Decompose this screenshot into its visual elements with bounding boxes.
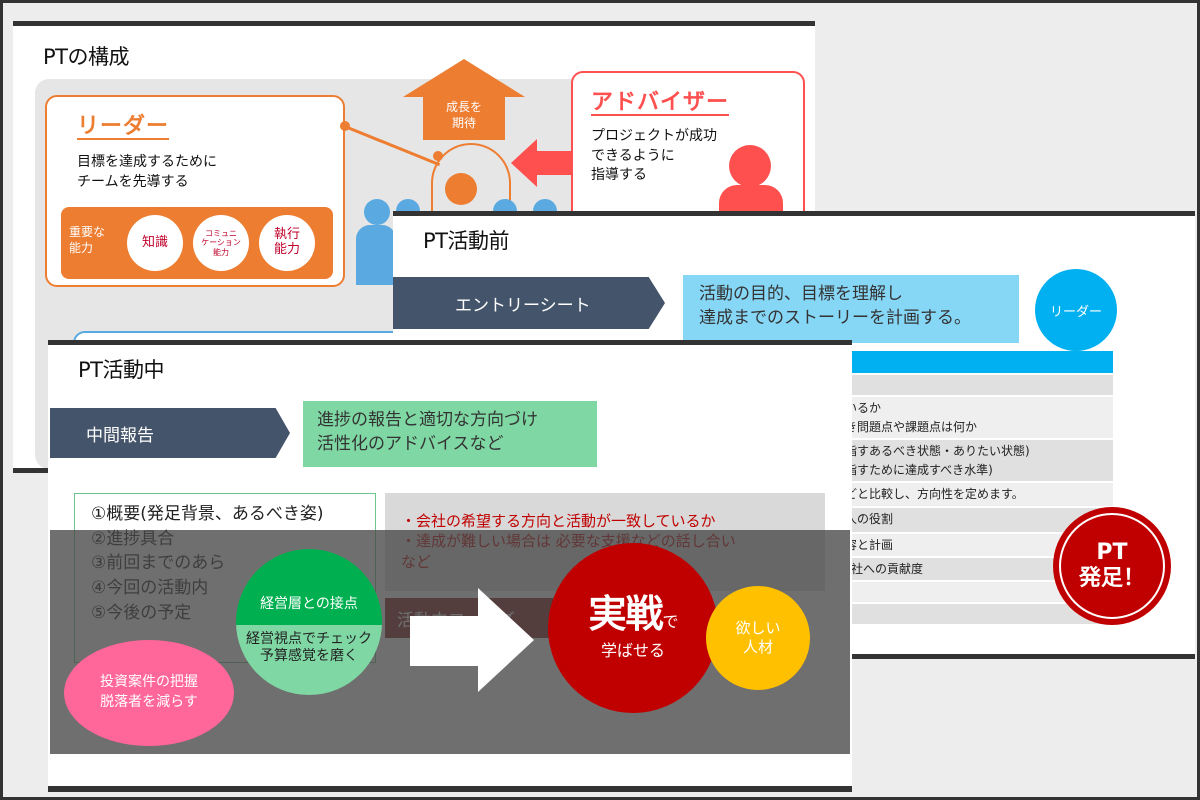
advisor-title: アドバイザー bbox=[591, 90, 730, 117]
green-circle-bottom-text: 経営視点でチェック 予算感覚を磨く bbox=[236, 624, 382, 695]
slide-title: PT活動前 bbox=[423, 229, 510, 253]
desired-talent-circle: 欲しい 人材 bbox=[706, 586, 810, 690]
leader-card: リーダー 目標を達成するために チームを先導する 重要な 能力 知識 コミュニ … bbox=[45, 95, 345, 287]
slide-top-border bbox=[393, 211, 1195, 216]
abilities-panel: 重要な 能力 知識 コミュニ ケーション 能力 執行 能力 bbox=[61, 207, 333, 279]
abilities-label-line: 重要な bbox=[69, 225, 106, 239]
progress-note: 進捗の報告と適切な方向づけ 活性化のアドバイスなど bbox=[303, 401, 597, 467]
table-row: 目指すあるべき状態・ありたい状態) 目指すために達成すべき水準) bbox=[833, 438, 1113, 482]
advisor-description: プロジェクトが成功 できるように 指導する bbox=[591, 127, 717, 186]
table-row: などと比較し、方向性を定めます。 bbox=[833, 481, 1113, 506]
slide-bottom-border bbox=[48, 786, 852, 792]
green-circle-line: 経営視点でチェック bbox=[246, 630, 372, 647]
entry-sheet-table: ているか べき問題点や課題点は何か 目指すあるべき状態・ありたい状態) 目指すた… bbox=[833, 351, 1113, 624]
pt-launch-stamp: PT 発足！ bbox=[1053, 507, 1171, 625]
leader-desc-line: 目標を達成するために bbox=[77, 154, 217, 170]
leader-role-badge: リーダー bbox=[1035, 269, 1117, 351]
practice-learning-circle: 実戦で 学ばせる bbox=[548, 543, 718, 713]
leader-desc-line: チームを先導する bbox=[77, 173, 189, 190]
advisor-desc-line: 指導する bbox=[591, 167, 647, 184]
advisor-left-arrow-icon bbox=[511, 139, 576, 187]
advisor-person-icon bbox=[729, 145, 771, 187]
growth-arrow-text: 期待 bbox=[451, 116, 476, 131]
connector-dot bbox=[433, 151, 443, 161]
growth-arrow-text: 成長を bbox=[445, 100, 482, 114]
agenda-item: ①概要(発足背景、あるべき姿) bbox=[91, 504, 324, 524]
green-circle-top-text: 経営層との接点 bbox=[236, 549, 382, 625]
advisor-desc-line: できるように bbox=[591, 147, 675, 164]
table-header bbox=[833, 351, 1113, 373]
advisor-desc-line: プロジェクトが成功 bbox=[591, 128, 717, 144]
red-circle-small-text: で bbox=[662, 612, 679, 632]
pink-ellipse-line: 脱落者を減らす bbox=[100, 694, 198, 710]
step-entry-sheet: エントリーシート bbox=[393, 277, 665, 329]
ability-knowledge: 知識 bbox=[127, 215, 183, 271]
slide-top-border bbox=[48, 340, 852, 345]
table-row: ているか べき問題点や課題点は何か bbox=[833, 395, 1113, 439]
right-arrow-icon bbox=[410, 588, 538, 692]
step-label: 中間報告 bbox=[86, 425, 154, 446]
slide-title: PT活動中 bbox=[78, 358, 165, 382]
note-line: 達成までのストーリーを計画する。 bbox=[699, 307, 971, 328]
slide-title: PTの構成 bbox=[43, 45, 130, 69]
purpose-note: 活動の目的、目標を理解し 達成までのストーリーを計画する。 bbox=[683, 275, 1019, 343]
table-row bbox=[833, 601, 1113, 624]
ability-execution: 執行 能力 bbox=[259, 215, 315, 271]
note-line: 活動の目的、目標を理解し bbox=[699, 284, 903, 304]
leader-description: 目標を達成するために チームを先導する bbox=[77, 153, 217, 192]
note-line: 活性化のアドバイスなど bbox=[317, 433, 504, 454]
check-line: ・会社の希望する方向と活動が一致しているか bbox=[401, 512, 716, 530]
growth-up-arrow-icon: 成長を 期待 bbox=[403, 59, 525, 140]
management-contact-circle: 経営層との接点 経営視点でチェック 予算感覚を磨く bbox=[236, 549, 382, 695]
yellow-circle-line: 人材 bbox=[742, 638, 773, 656]
slide-top-border bbox=[13, 21, 815, 26]
red-circle-sub-text: 学ばせる bbox=[600, 640, 665, 660]
slide-pt-during[interactable]: PT活動中 中間報告 進捗の報告と適切な方向づけ 活性化のアドバイスなど ①概要… bbox=[48, 340, 852, 792]
leader-title: リーダー bbox=[77, 114, 170, 141]
table-row bbox=[833, 579, 1113, 602]
abilities-label-line: 能力 bbox=[69, 240, 94, 255]
green-circle-line: 予算感覚を磨く bbox=[260, 648, 358, 665]
ability-communication: コミュニ ケーション 能力 bbox=[193, 215, 249, 271]
step-label: エントリーシート bbox=[455, 295, 591, 316]
investment-ellipse: 投資案件の把握 脱落者を減らす bbox=[64, 640, 234, 746]
step-interim-report: 中間報告 bbox=[50, 408, 290, 458]
abilities-label: 重要な 能力 bbox=[69, 225, 105, 256]
red-circle-big-text: 実戦 bbox=[588, 592, 663, 637]
leader-person-icon bbox=[445, 173, 477, 205]
table-row bbox=[833, 373, 1113, 395]
note-line: 進捗の報告と適切な方向づけ bbox=[317, 410, 538, 430]
pink-ellipse-line: 投資案件の把握 bbox=[100, 674, 198, 691]
yellow-circle-line: 欲しい bbox=[735, 618, 781, 637]
